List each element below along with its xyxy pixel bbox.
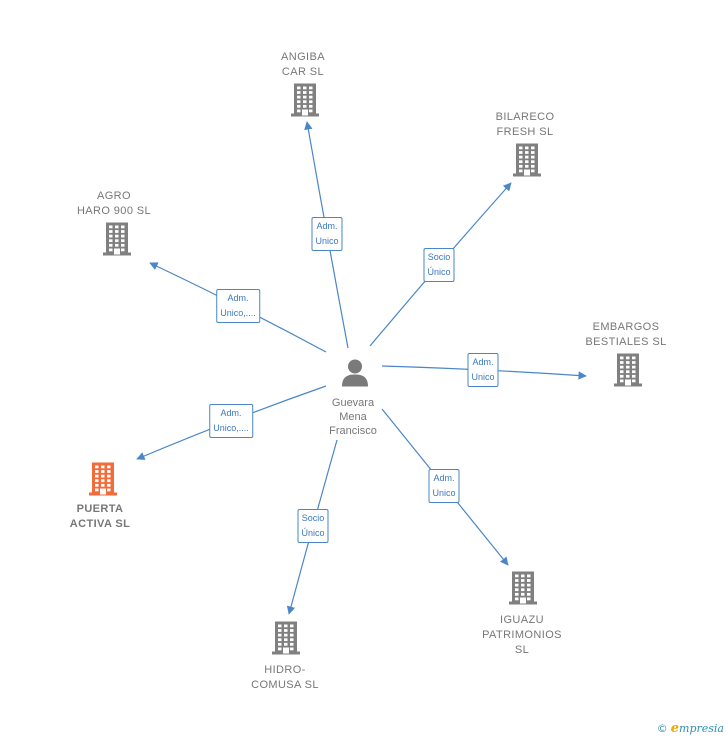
relation-label-agro[interactable]: Adm. Unico,.... — [216, 289, 260, 323]
brand-name: mpresia — [679, 722, 724, 735]
relation-label-hidro[interactable]: Socio Único — [297, 509, 329, 543]
company-label-puerta[interactable]: PUERTA ACTIVA SL — [69, 503, 131, 530]
company-label-iguazu[interactable]: IGUAZU PATRIMONIOS SL — [482, 614, 562, 656]
company-label-angiba[interactable]: ANGIBA CAR SL — [281, 51, 325, 78]
relation-label-iguazu[interactable]: Adm. Unico — [428, 469, 460, 503]
person-name[interactable]: Guevara Mena Francisco — [329, 397, 377, 437]
brand-initial: e — [670, 721, 680, 736]
relation-label-puerta[interactable]: Adm. Unico,.... — [209, 404, 253, 438]
building-icon[interactable] — [511, 142, 543, 183]
relation-label-angiba[interactable]: Adm. Unico — [311, 217, 343, 251]
building-icon[interactable] — [270, 620, 302, 661]
company-label-hidro[interactable]: HIDRO- COMUSA SL — [251, 664, 319, 691]
person-icon[interactable] — [340, 358, 370, 393]
building-icon[interactable] — [101, 221, 133, 262]
building-icon[interactable] — [289, 82, 321, 123]
copyright-symbol: © — [656, 722, 668, 735]
company-label-agro[interactable]: AGRO HARO 900 SL — [76, 190, 152, 217]
company-label-embargos[interactable]: EMBARGOS BESTIALES SL — [585, 321, 667, 348]
building-icon[interactable] — [507, 570, 539, 611]
brand-logo: ©empresia — [657, 721, 724, 736]
relation-label-embargos[interactable]: Adm. Unico — [467, 353, 499, 387]
building-icon[interactable] — [87, 461, 119, 502]
relation-label-bilareco[interactable]: Socio Único — [423, 248, 455, 282]
building-icon[interactable] — [612, 352, 644, 393]
company-label-bilareco[interactable]: BILARECO FRESH SL — [495, 111, 555, 138]
